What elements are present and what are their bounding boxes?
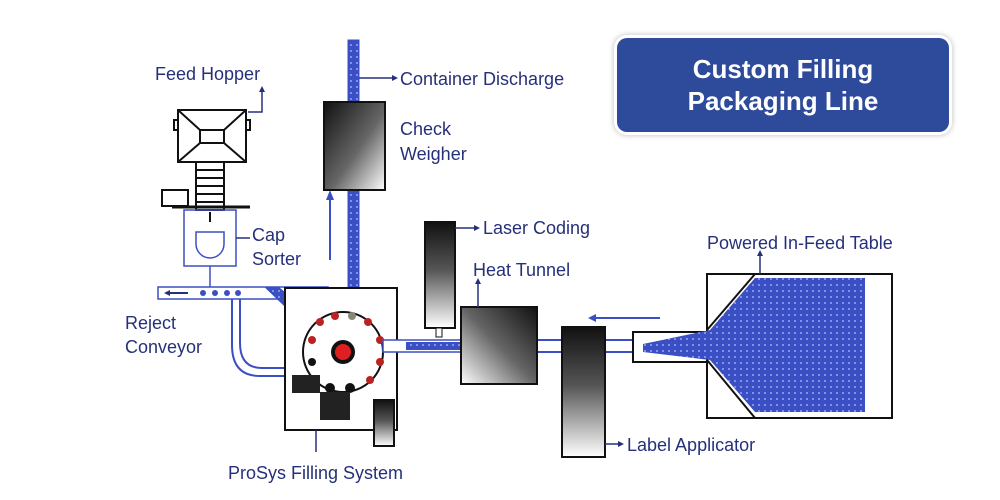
label-applicator	[561, 326, 606, 458]
label-conveyor: Conveyor	[125, 337, 203, 357]
label-powered-infeed-table: Powered In-Feed Table	[707, 233, 893, 253]
label-reject: Reject	[125, 313, 177, 333]
up-arrow-icon	[326, 190, 334, 200]
check-weigher	[323, 101, 386, 191]
left-arrow-icon	[588, 314, 596, 322]
label-label-applicator: Label Applicator	[627, 435, 756, 455]
label-container-discharge: Container Discharge	[400, 69, 565, 89]
label-feed-hopper: Feed Hopper	[155, 64, 261, 84]
powered-infeed-table	[632, 250, 893, 419]
feed-hopper	[161, 109, 251, 222]
laser-coding	[424, 221, 456, 329]
title-banner: Custom Filling Packaging Line	[617, 38, 949, 132]
label-weigher: Weigher	[400, 144, 467, 164]
heat-tunnel	[460, 306, 538, 385]
label-sorter: Sorter	[252, 249, 302, 269]
label-prosys-filling-system: ProSys Filling System	[228, 463, 404, 483]
label-heat-tunnel: Heat Tunnel	[473, 260, 571, 280]
label-laser-coding: Laser Coding	[483, 218, 591, 238]
label-check: Check	[400, 119, 452, 139]
rotor-center	[335, 344, 351, 360]
title-line-1: Custom Filling	[692, 54, 874, 84]
prosys-filling-system	[284, 287, 398, 452]
title-line-2: Packaging Line	[687, 86, 879, 116]
label-cap: Cap	[252, 225, 286, 245]
cap-sorter	[183, 209, 250, 288]
